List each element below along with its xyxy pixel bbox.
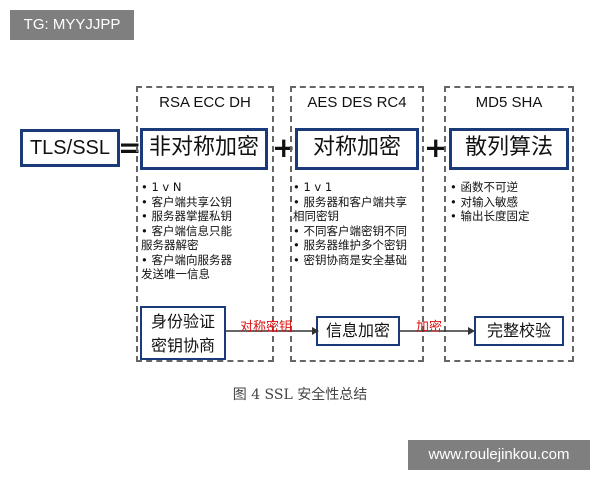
list-item: • 客户端共享公钥: [141, 194, 232, 209]
tag-label: TG: MYYJJPP: [10, 10, 134, 40]
encrypt-arrow-label: 加密: [416, 320, 443, 335]
list-item: • 服务器和客户端共享: [293, 194, 407, 209]
plus-sign: +: [424, 131, 448, 164]
list-item: • 服务器维护多个密钥: [293, 238, 407, 252]
hash-algorithms: MD5 SHA: [475, 94, 543, 111]
list-item: 相同密钥: [293, 209, 339, 223]
symmetric-column: [290, 86, 424, 362]
asymmetric-algorithms: RSA ECC DH: [159, 94, 251, 111]
equals-sign: =: [118, 131, 142, 164]
symmetric-algorithms: AES DES RC4: [307, 94, 407, 111]
list-item: • 客户端信息只能: [141, 223, 232, 238]
plus-sign: +: [272, 131, 296, 164]
symmetric-key-arrow-label: 对称密钥: [240, 320, 293, 335]
asymmetric-column: [136, 86, 274, 362]
list-item: 服务器解密: [141, 238, 199, 252]
list-item: • 1 v N: [141, 180, 182, 194]
watermark-url: www.roulejinkou.com: [408, 440, 590, 470]
auth-label: 身份验证: [150, 312, 215, 331]
hash-feature-list: • 函数不可逆 • 对输入敏感 • 输出长度固定: [450, 180, 529, 224]
list-item: • 不同客户端密钥不同: [293, 223, 407, 238]
hash-algorithm-box: 散列算法: [449, 128, 569, 170]
key-negotiation-label: 密钥协商: [150, 336, 215, 355]
list-item: • 对输入敏感: [450, 194, 518, 209]
list-item: • 函数不可逆: [450, 180, 518, 194]
symmetric-feature-list: • 1 v 1 • 服务器和客户端共享 相同密钥 • 不同客户端密钥不同 • 服…: [293, 180, 407, 267]
list-item: • 服务器掌握私钥: [141, 209, 232, 223]
list-item: • 密钥协商是安全基础: [293, 252, 407, 267]
list-item: • 输出长度固定: [450, 209, 530, 223]
asymmetric-encryption-box: 非对称加密: [140, 128, 268, 170]
arrow-head: [468, 327, 475, 335]
auth-keyexchange-box: 身份验证 密钥协商: [140, 306, 226, 360]
tls-ssl-box: TLS/SSL: [20, 129, 120, 167]
integrity-check-box: 完整校验: [474, 316, 564, 346]
asymmetric-feature-list: • 1 v N • 客户端共享公钥 • 服务器掌握私钥 • 客户端信息只能 服务…: [141, 180, 232, 282]
list-item: • 客户端向服务器: [141, 252, 232, 267]
symmetric-encryption-box: 对称加密: [295, 128, 419, 170]
list-item: • 1 v 1: [293, 180, 333, 194]
figure-caption: 图 4 SSL 安全性总结: [232, 387, 368, 403]
arrow-head: [312, 327, 319, 335]
hash-column: [444, 86, 574, 362]
list-item: 发送唯一信息: [141, 267, 210, 281]
info-encryption-box: 信息加密: [316, 316, 400, 346]
